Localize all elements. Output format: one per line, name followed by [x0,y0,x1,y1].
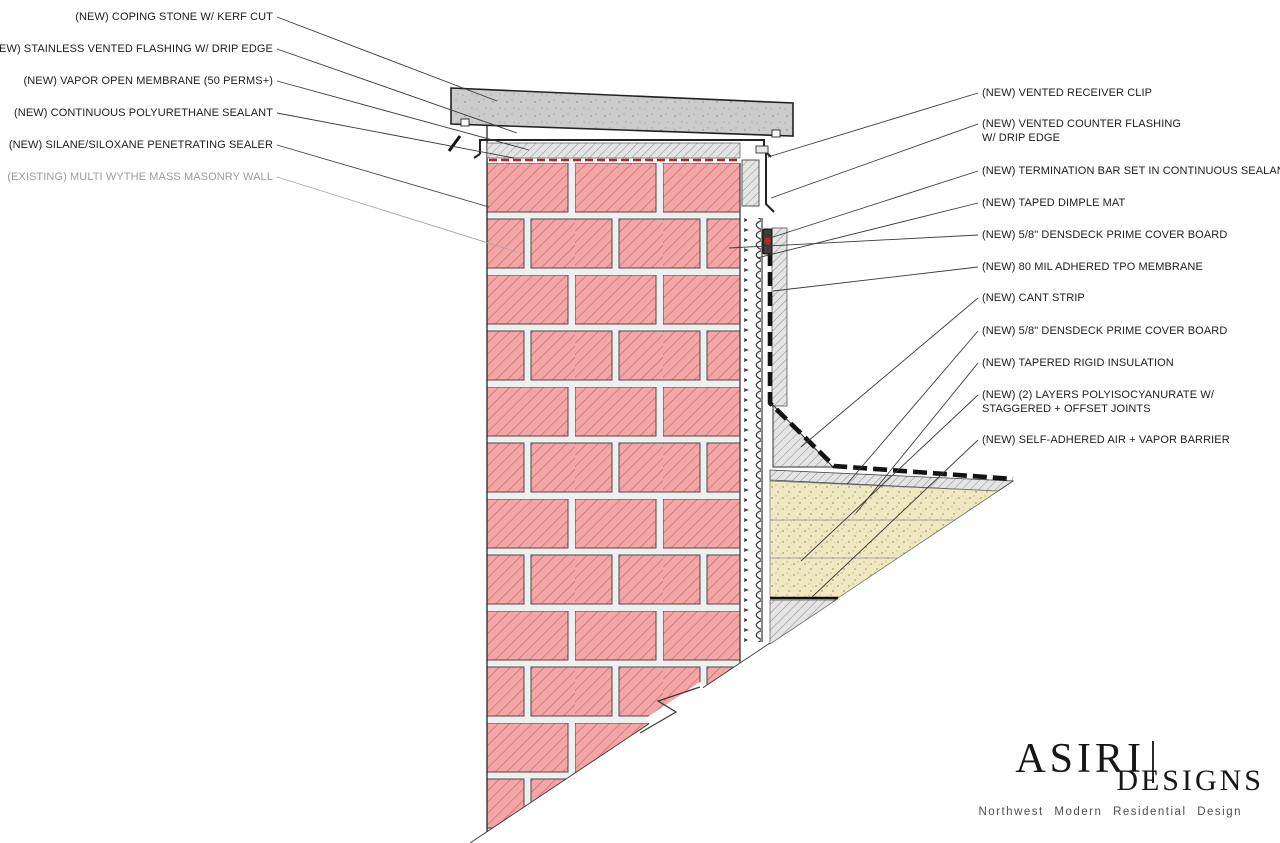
callout-cant-strip: (NEW) CANT STRIP [982,292,1085,304]
roof-assembly [769,469,1015,645]
callout-coping-stone: (NEW) COPING STONE W/ KERF CUT [75,11,273,23]
insulation-layers [769,480,1000,599]
tpo-membrane [767,232,1014,482]
callout-densdeck-cover-board-2: (NEW) 5/8" DENSDECK PRIME COVER BOARD [982,325,1228,337]
leader-lines [276,16,979,598]
callout-polyurethane-sealant: (NEW) CONTINUOUS POLYURETHANE SEALANT [14,107,273,119]
callout-stainless-flashing: (NEW) STAINLESS VENTED FLASHING W/ DRIP … [0,43,273,55]
parapet-right-assembly [741,145,788,642]
existing-deck [769,599,838,645]
callout-air-vapor-barrier: (NEW) SELF-ADHERED AIR + VAPOR BARRIER [982,434,1230,446]
sealant-bead-mark [447,135,462,152]
vented-receiver-clip [755,145,769,154]
callout-densdeck-cover-board-1: (NEW) 5/8" DENSDECK PRIME COVER BOARD [982,229,1228,241]
vapor-open-membrane [486,142,741,159]
fastener-dot [764,237,771,245]
callout-vented-receiver-clip: (NEW) VENTED RECEIVER CLIP [982,87,1153,99]
brand-tagline: Northwest Modern Residential Design [978,806,1242,818]
vented-counter-flashing [741,159,760,207]
callout-termination-bar: (NEW) TERMINATION BAR SET IN CONTINUOUS … [982,165,1280,177]
callout-taped-dimple-mat: (NEW) TAPED DIMPLE MAT [982,197,1126,209]
break-mask [646,682,710,742]
break-zigzag [639,686,701,734]
brand-name-secondary: DESIGNS [1116,764,1264,797]
callout-polyiso-layers: (NEW) (2) LAYERS POLYISOCYANURATE W/ STA… [982,389,1214,415]
densdeck-cover-board-parapet [771,227,788,407]
callout-tapered-insulation: (NEW) TAPERED RIGID INSULATION [982,357,1174,369]
brand-name-primary: ASIRI [1015,736,1145,782]
kerf-cut-left [460,118,470,127]
callout-vented-counter-flashing: (NEW) VENTED COUNTER FLASHING W/ DRIP ED… [982,118,1182,144]
cant-strip [772,403,835,468]
callout-penetrating-sealer: (NEW) SILANE/SILOXANE PENETRATING SEALER [8,139,273,151]
callout-vapor-membrane: (NEW) VAPOR OPEN MEMBRANE (50 PERMS+) [23,75,273,87]
callout-tpo-membrane: (NEW) 80 MIL ADHERED TPO MEMBRANE [982,261,1203,273]
drip-edge-left [473,153,481,159]
kerf-cut-right [771,129,781,138]
counter-flashing-drip-edge [759,147,775,213]
brand-divider-rule [1152,741,1154,783]
taped-dimple-mat [744,218,761,642]
termination-bar [762,228,773,255]
callout-existing-masonry-wall: (EXISTING) MULTI WYTHE MASS MASONRY WALL [7,171,273,183]
masonry-wall [486,126,741,832]
flashing-stack [447,135,772,162]
coping-stone [450,87,794,138]
